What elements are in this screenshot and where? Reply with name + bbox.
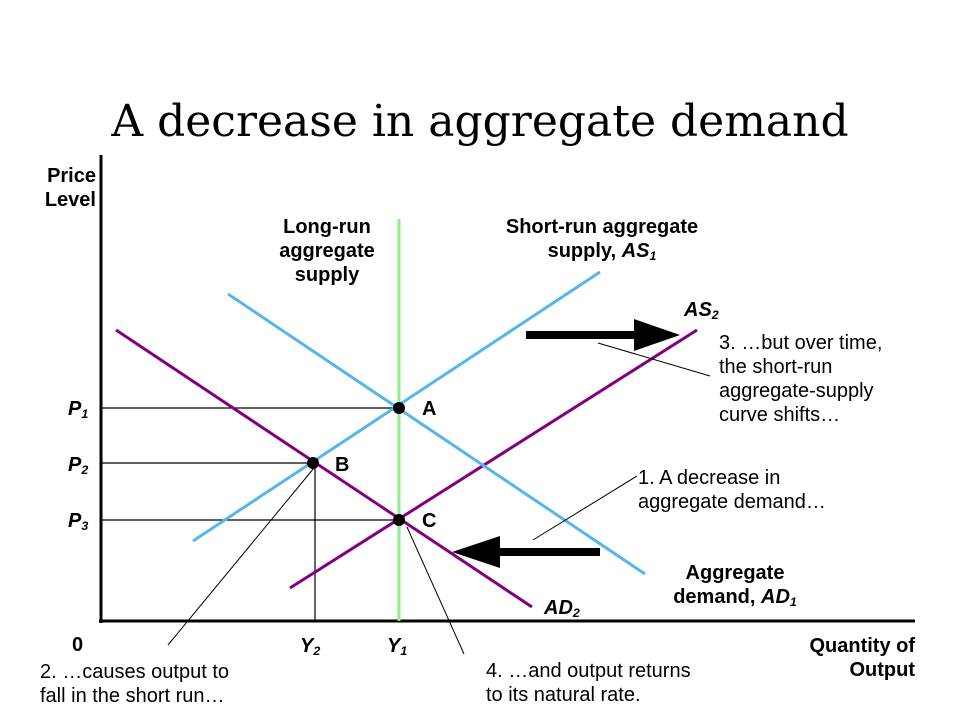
note2-leader xyxy=(167,467,315,646)
aggregate-demand-ad1 xyxy=(227,292,646,576)
aggregate-demand-ad2 xyxy=(115,328,533,609)
note4-leader xyxy=(406,526,465,655)
annotation-4: 4. …and output returns to its natural ra… xyxy=(486,660,691,706)
price-tick-p2: P2 xyxy=(68,454,89,478)
sras2-label: AS2 xyxy=(684,299,719,323)
point-c-label: C xyxy=(422,510,437,532)
note1-leader xyxy=(532,475,638,541)
ad-shift-arrow xyxy=(452,536,600,568)
as-shift-arrow xyxy=(526,319,680,351)
quantity-tick-y1: Y1 xyxy=(387,635,408,659)
annotation-2: 2. …causes output to fall in the short r… xyxy=(40,661,230,707)
annotation-1: 1. A decrease in aggregate demand… xyxy=(638,467,826,513)
price-tick-p1: P1 xyxy=(68,398,89,422)
point-c-marker xyxy=(393,514,405,526)
price-tick-p3: P3 xyxy=(68,510,89,534)
chart-title: A decrease in aggregate demand xyxy=(111,96,849,147)
short-run-aggregate-supply-as2 xyxy=(289,328,698,590)
origin-label: 0 xyxy=(72,634,84,656)
point-a-label: A xyxy=(422,398,437,420)
point-b-marker xyxy=(307,457,319,469)
point-a-marker xyxy=(393,402,405,414)
point-b-label: B xyxy=(335,454,350,476)
annotation-3: 3. …but over time, the short-run aggrega… xyxy=(719,332,883,426)
x-axis-label: Quantity of Output xyxy=(809,635,915,681)
ad2-label: AD2 xyxy=(544,597,580,621)
quantity-tick-y2: Y2 xyxy=(300,635,321,659)
sras1-label: Short-run aggregate supply, AS1 xyxy=(505,216,699,264)
note3-leader xyxy=(597,342,711,377)
y-axis-label: Price Level xyxy=(44,165,96,211)
ad1-label: Aggregate demand, AD1 xyxy=(673,562,797,610)
lras-label: Long-run aggregate supply xyxy=(279,216,375,286)
